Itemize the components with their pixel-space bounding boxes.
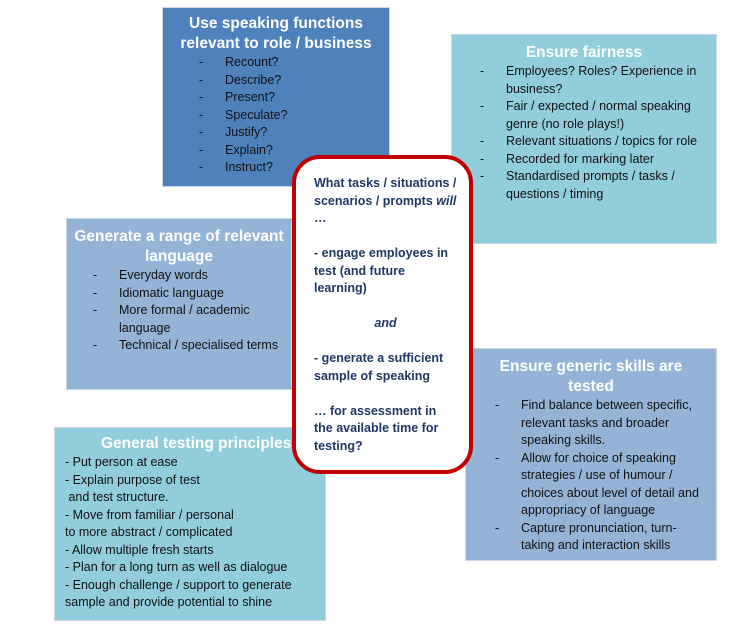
item-text: Speculate? xyxy=(225,107,288,122)
item-text: Explain? xyxy=(225,142,273,157)
dash: - xyxy=(93,338,98,352)
dash: - xyxy=(480,134,485,148)
list-item: - Justify? xyxy=(199,124,381,142)
central-question: What tasks / situations / scenarios / pr… xyxy=(314,175,457,228)
principle-line: sample and provide potential to shine xyxy=(65,595,273,609)
dash: - xyxy=(480,169,485,183)
list-item: - Relevant situations / topics for role xyxy=(480,133,706,151)
item-text: Find balance between specific, relevant … xyxy=(521,398,692,447)
list-item: - Describe? xyxy=(199,72,381,90)
dash: - xyxy=(495,520,500,535)
item-text: Technical / specialised terms xyxy=(119,338,279,352)
central-question-box: What tasks / situations / scenarios / pr… xyxy=(292,155,473,474)
testing-principles-title: General testing principles xyxy=(101,435,292,452)
fairness-list: - Employees? Roles? Experience in busines… xyxy=(480,63,706,203)
dash: - xyxy=(199,125,204,139)
speaking-functions-list: - Recount? - Describe? - Present? - Speculat… xyxy=(199,54,381,177)
principle-line: - Plan for a long turn as well as dialog… xyxy=(65,560,288,574)
list-item: - Recount? xyxy=(199,54,381,72)
list-item: - Standardised prompts / tasks / question… xyxy=(480,168,706,203)
language-box: Generate a range of relevant language - E… xyxy=(66,218,292,390)
principle-line: - Put person at ease xyxy=(65,455,178,469)
dash: - xyxy=(495,398,500,412)
list-item: - Employees? Roles? Experience in busines… xyxy=(480,63,706,98)
principle-line: to more abstract / complicated xyxy=(65,525,233,539)
principle-line: - Explain purpose of test xyxy=(65,472,200,487)
item-text: More formal / academic language xyxy=(119,303,250,335)
list-item: - Capture pronunciation, turn-taking and … xyxy=(495,520,706,555)
item-text: Employees? Roles? Experience in business… xyxy=(506,64,697,96)
list-item: - Technical / specialised terms xyxy=(93,337,285,355)
item-text: Capture pronunciation, turn-taking and i… xyxy=(521,520,677,553)
item-text: Instruct? xyxy=(225,160,273,174)
list-item: - Find balance between specific, relevant… xyxy=(495,397,706,450)
question-emphasis: will xyxy=(436,193,457,208)
list-item: - Allow for choice of speaking strategies… xyxy=(495,450,706,520)
dash: - xyxy=(199,90,204,104)
dash: - xyxy=(480,151,485,166)
dash: - xyxy=(199,55,204,69)
language-title: Generate a range of relevant language xyxy=(74,228,284,265)
list-item: - More formal / academic language xyxy=(93,302,285,337)
fairness-box: Ensure fairness - Employees? Roles? Exper… xyxy=(451,34,717,244)
dash: - xyxy=(199,142,204,157)
goal-engage: - engage employees in test (and future l… xyxy=(314,246,449,295)
question-ellipsis: … xyxy=(314,211,327,225)
generic-skills-box: Ensure generic skills are tested - Find b… xyxy=(465,348,717,561)
item-text: Recorded for marking later xyxy=(506,151,654,166)
list-item: - Present? xyxy=(199,89,381,107)
speaking-functions-box: Use speaking functions relevant to role … xyxy=(162,7,390,187)
connector-and: and xyxy=(374,316,397,330)
list-item: - Fair / expected / normal speaking genre… xyxy=(480,98,706,133)
list-item: - Idiomatic language xyxy=(93,285,285,303)
list-item: - Recorded for marking later xyxy=(480,151,706,169)
generic-skills-list: - Find balance between specific, relevant… xyxy=(495,397,706,555)
question-text: What tasks / situations / scenarios / pr… xyxy=(314,176,457,208)
list-item: - Everyday words xyxy=(93,267,285,285)
dash: - xyxy=(199,160,204,174)
list-item: - Explain? xyxy=(199,142,381,160)
dash: - xyxy=(93,268,98,282)
item-text: Fair / expected / normal speaking genre … xyxy=(506,99,691,131)
dash: - xyxy=(93,303,98,317)
item-text: Describe? xyxy=(225,72,282,87)
list-item: - Instruct? xyxy=(199,159,381,177)
language-list: - Everyday words - Idiomatic language - Mor… xyxy=(93,267,285,355)
list-item: - Speculate? xyxy=(199,107,381,125)
item-text: Allow for choice of speaking strategies … xyxy=(521,450,699,518)
dash: - xyxy=(495,450,500,465)
dash: - xyxy=(199,107,204,122)
goal-assessment: … for assessment in the available time f… xyxy=(314,403,439,453)
item-text: Everyday words xyxy=(119,268,208,282)
principle-line: - Move from familiar / personal xyxy=(65,507,234,522)
testing-principles-box: General testing principles - Put person … xyxy=(54,427,326,621)
item-text: Present? xyxy=(225,90,276,104)
principle-line: and test structure. xyxy=(65,490,169,504)
item-text: Standardised prompts / tasks / questions… xyxy=(506,169,675,201)
item-text: Justify? xyxy=(225,125,268,139)
item-text: Idiomatic language xyxy=(119,285,224,300)
generic-skills-title: Ensure generic skills are tested xyxy=(499,358,683,395)
dash: - xyxy=(480,64,485,78)
principle-line: - Enough challenge / support to generate xyxy=(65,577,292,592)
item-text: Relevant situations / topics for role xyxy=(506,134,698,148)
goal-sample: - generate a sufficient sample of speaki… xyxy=(314,351,444,383)
speaking-functions-title: Use speaking functions relevant to role … xyxy=(180,15,372,52)
dash: - xyxy=(199,72,204,87)
dash: - xyxy=(93,285,98,300)
principle-line: - Allow multiple fresh starts xyxy=(65,542,214,557)
dash: - xyxy=(480,99,485,113)
item-text: Recount? xyxy=(225,55,279,69)
fairness-title: Ensure fairness xyxy=(525,44,643,61)
